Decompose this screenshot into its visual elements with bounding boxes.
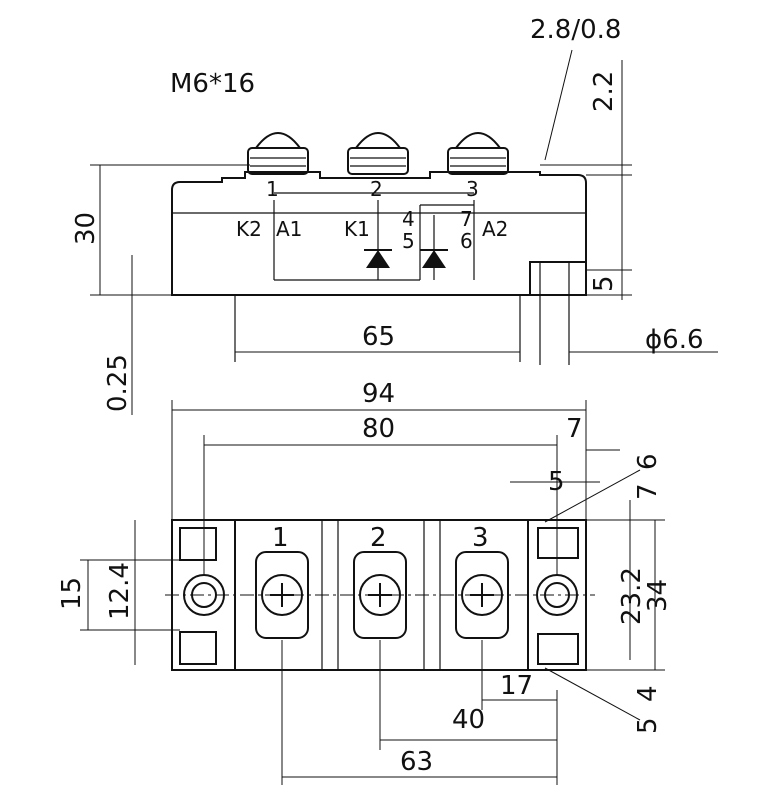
height-label: 30 — [71, 212, 101, 245]
plan-terminal-2-label: 2 — [370, 523, 387, 553]
pin-a2: A2 — [482, 217, 508, 241]
screw-2 — [347, 132, 409, 175]
terminal-gap-label: 2.8/0.8 — [530, 15, 621, 45]
diode-1-icon — [366, 250, 390, 268]
terminal-2-label: 2 — [370, 177, 383, 201]
pin-7: 7 — [460, 207, 473, 231]
dim-23-2-label: 23.2 — [617, 567, 647, 625]
dim-34-label: 34 — [643, 579, 673, 612]
plan-terminal-1-label: 1 — [272, 523, 289, 553]
overall-length-label: 94 — [362, 379, 395, 409]
dim-5-label: 5 — [633, 717, 663, 734]
pin-6: 6 — [460, 229, 473, 253]
diode-2-icon — [422, 250, 446, 268]
dim-63-label: 63 — [400, 747, 433, 777]
side-view — [90, 49, 718, 415]
screw-1 — [247, 132, 309, 175]
pin-5: 5 — [402, 229, 415, 253]
length-label: 65 — [362, 322, 395, 352]
terminal-3-label: 3 — [466, 177, 479, 201]
hole-label: ϕ6.6 — [645, 325, 704, 355]
dim-17-label: 17 — [500, 671, 533, 701]
screw-height-label: 2.2 — [589, 71, 619, 112]
pin-k1: K1 — [344, 217, 370, 241]
edge-dim-label: 7 — [566, 414, 583, 444]
screw-3 — [447, 132, 509, 175]
plan-view — [80, 400, 665, 785]
dim-15-label: 15 — [57, 577, 87, 610]
pin-width-label: 5 — [548, 467, 565, 497]
pin-a1: A1 — [276, 217, 302, 241]
pin-4: 4 — [402, 207, 415, 231]
foot-label: 5 — [589, 275, 619, 292]
dim-4-label: 4 — [633, 685, 663, 702]
dim-7-label: 7 — [633, 483, 663, 500]
pin-k2: K2 — [236, 217, 262, 241]
dim-12-4-label: 12.4 — [105, 562, 135, 620]
mount-spacing-label: 80 — [362, 414, 395, 444]
screw-label: M6*16 — [170, 69, 255, 99]
offset-label: 0.25 — [103, 354, 133, 412]
dim-40-label: 40 — [452, 705, 485, 735]
terminal-1-label: 1 — [266, 177, 279, 201]
plan-terminal-3-label: 3 — [472, 523, 489, 553]
dim-6-label: 6 — [633, 453, 663, 470]
